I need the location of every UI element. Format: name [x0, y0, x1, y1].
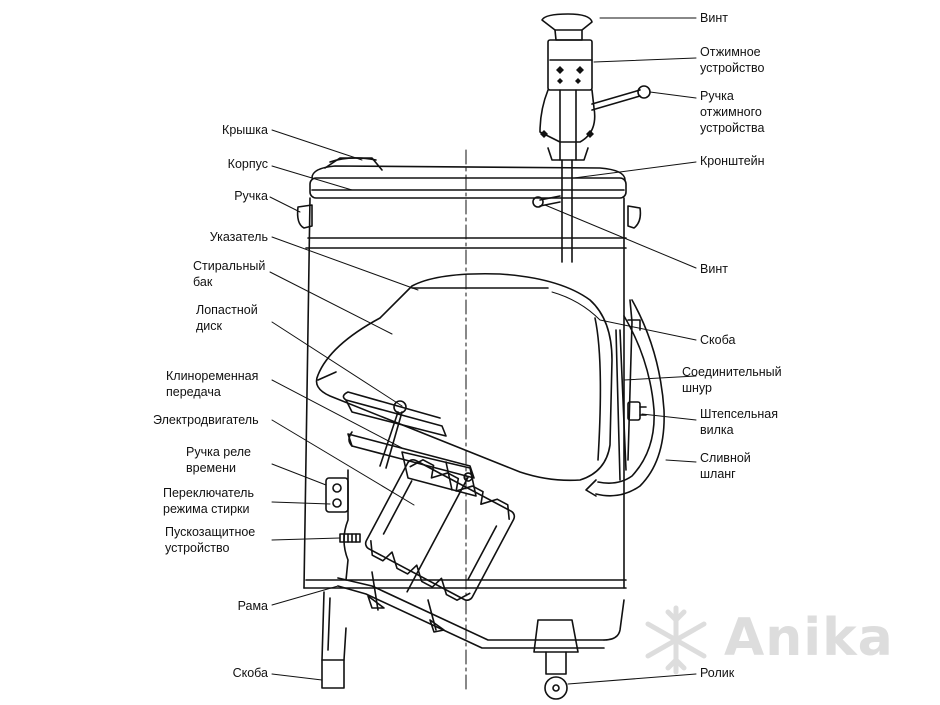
left-handle	[296, 204, 313, 229]
right-handle	[627, 205, 642, 229]
plug	[627, 401, 647, 421]
label-skoba-bottom: Скоба	[232, 666, 268, 680]
lid	[311, 157, 626, 181]
bottom-leg	[321, 591, 347, 689]
label-rama: Рама	[237, 599, 268, 613]
label-stiralny-bak: Стиральный бак	[193, 259, 266, 289]
control-panel	[325, 469, 361, 581]
diamond-marks	[540, 66, 594, 138]
impeller-disk	[342, 391, 447, 469]
snowflake-icon	[645, 605, 707, 675]
watermark-text: Anika	[724, 608, 894, 668]
label-ukazatel: Указатель	[209, 230, 268, 244]
label-puskozashchitnoe: Пускозащитное устройство	[165, 525, 256, 555]
watermark: Anika	[632, 600, 932, 680]
label-korpus: Корпус	[227, 157, 268, 171]
label-kronshteyn: Кронштейн	[700, 154, 765, 168]
v-belt-drive	[347, 431, 477, 497]
leader-lines	[269, 17, 697, 685]
label-slivnoy: Сливной шланг	[700, 451, 751, 481]
drain-hose	[585, 299, 665, 497]
label-shtepselnaya: Штепсельная вилка	[700, 407, 778, 437]
label-rolik: Ролик	[700, 666, 735, 680]
connecting-cord	[615, 299, 641, 481]
label-skoba-right: Скоба	[700, 333, 736, 347]
label-lopastnoy-disk: Лопастной диск	[196, 303, 258, 333]
label-vint-mid: Винт	[700, 262, 728, 276]
label-otzhimnoe: Отжимное устройство	[700, 45, 765, 75]
label-klinoremennaya: Клиноременная передача	[166, 369, 259, 399]
label-ruchka-rele: Ручка реле времени	[186, 445, 252, 475]
label-ruchka-otzhimnogo: Ручка отжимного устройства	[700, 89, 765, 135]
label-ruchka: Ручка	[234, 189, 268, 203]
roller	[533, 619, 579, 700]
label-vint-top: Винт	[700, 11, 728, 25]
electric-motor	[364, 458, 516, 602]
label-pereklyuchatel: Переключатель режима стирки	[163, 486, 254, 516]
spin-dryer-device	[532, 13, 651, 263]
label-kryshka: Крышка	[222, 123, 268, 137]
washing-tank	[315, 272, 613, 482]
label-elektrodvigatel: Электродвигатель	[153, 413, 259, 427]
frame	[337, 571, 625, 649]
body-top-rim	[309, 177, 627, 199]
label-soedinitelny: Соединительный шнур	[682, 365, 782, 395]
